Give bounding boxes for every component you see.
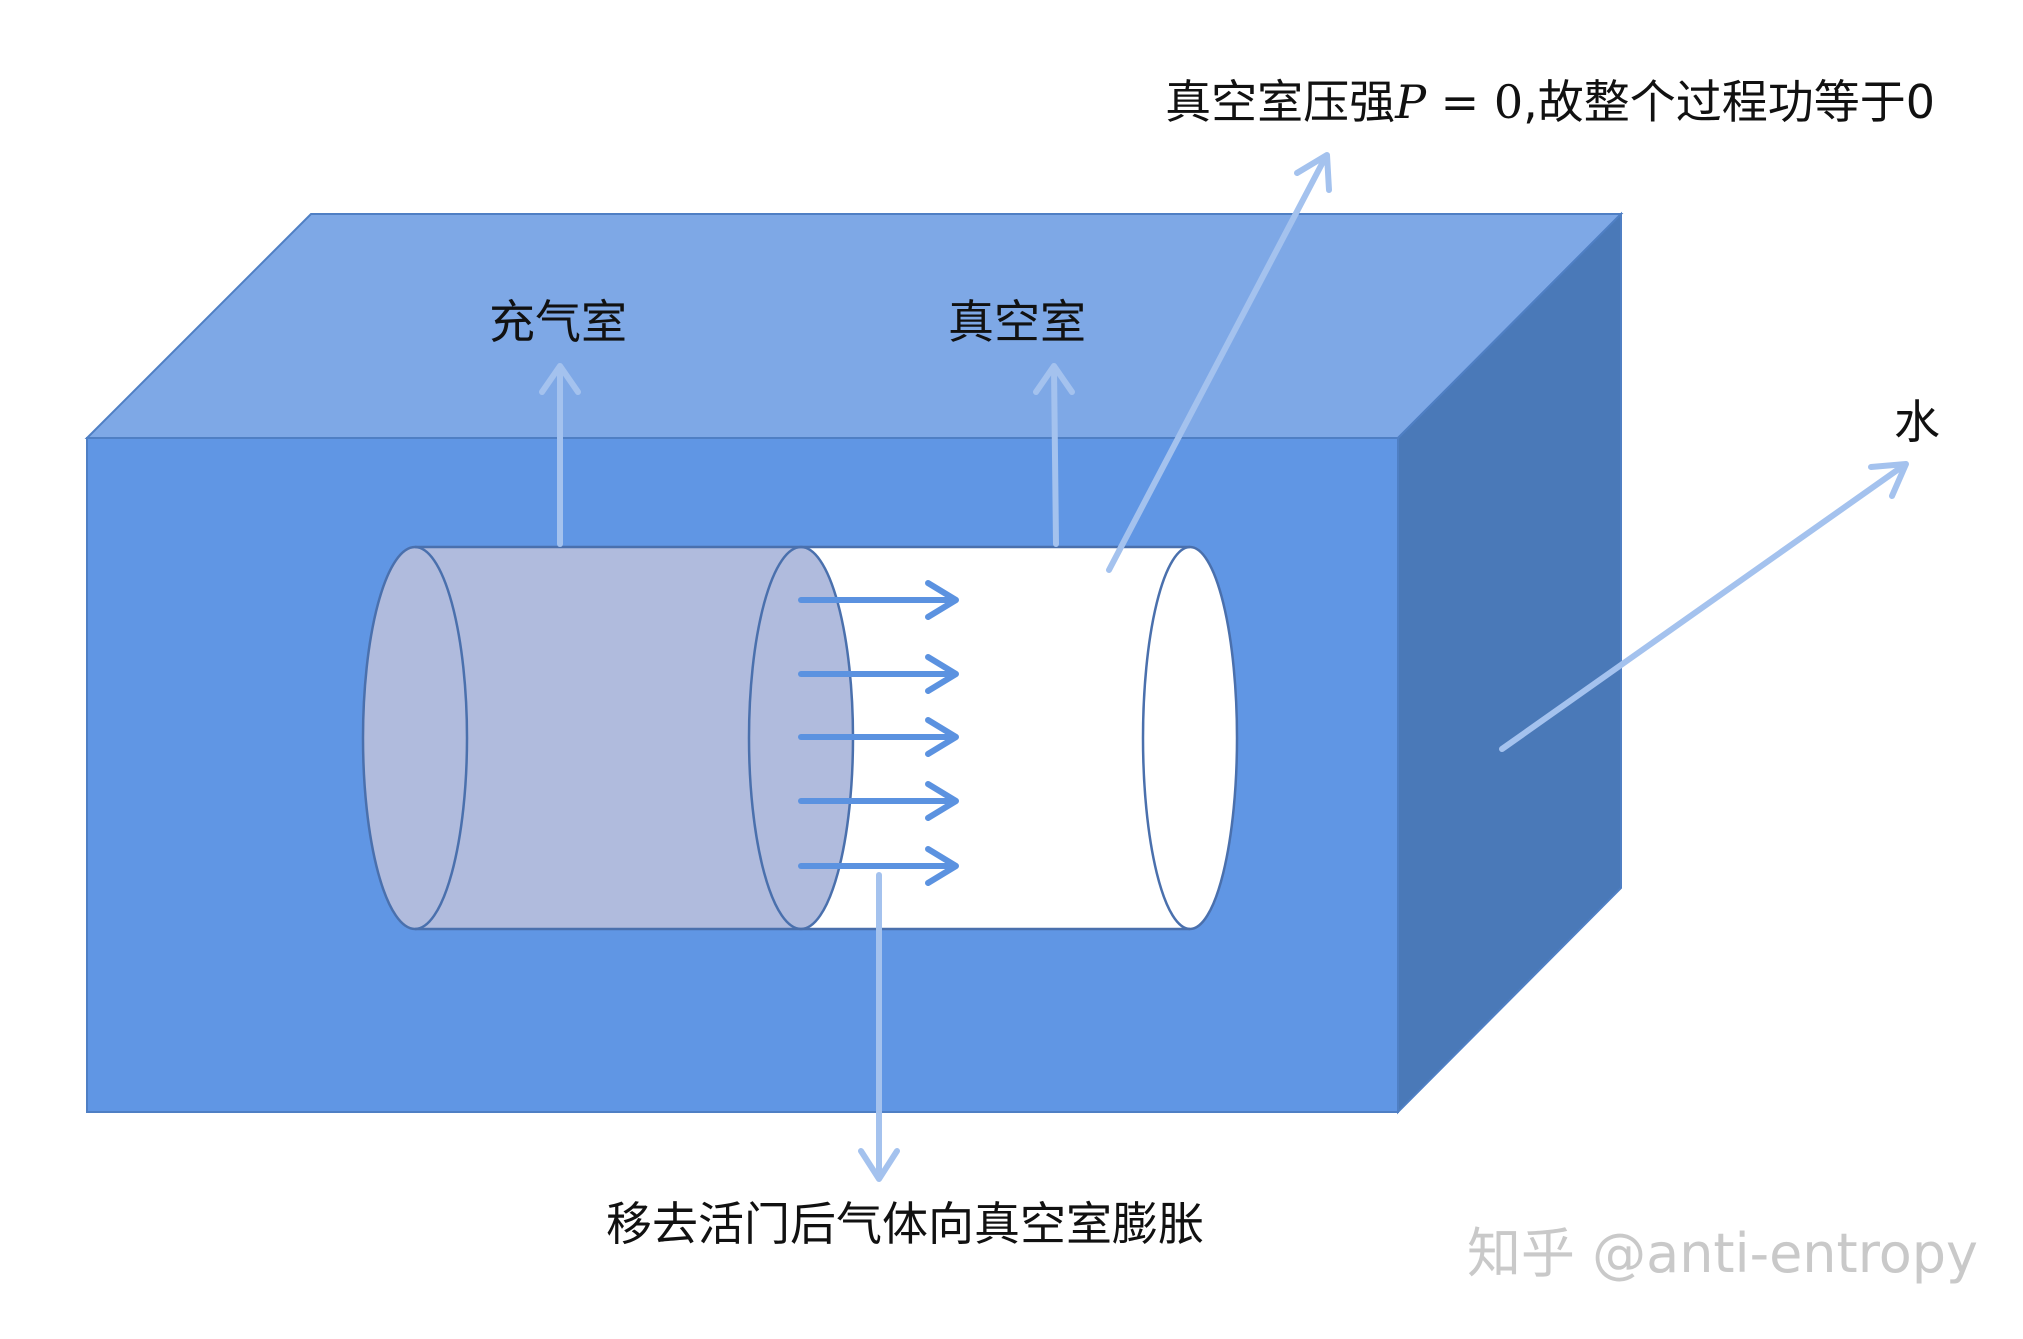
- top-note-math-variable: P: [1394, 75, 1427, 129]
- top-note: 真空室压强P = 0,故整个过程功等于0: [1165, 75, 1935, 129]
- water-pointer-arrow: [1499, 461, 1909, 752]
- gas-chamber-end-cap: [361, 545, 469, 931]
- pointer-arrows: [539, 152, 1909, 1182]
- expansion-arrow: [798, 580, 959, 620]
- water-tank-top-face: [84, 213, 1624, 439]
- gas-chamber-label: 充气室: [489, 295, 627, 349]
- expansion-arrow: [798, 717, 959, 757]
- top-note-math-equation: = 0: [1426, 75, 1523, 129]
- expansion-arrow: [798, 846, 959, 886]
- top-note-suffix: ,故整个过程功等于0: [1523, 75, 1935, 129]
- top-note-prefix: 真空室压强: [1165, 75, 1395, 129]
- water-label: 水: [1894, 395, 1940, 449]
- gas-chamber-pointer-arrow: [539, 363, 581, 547]
- bottom-note-pointer-arrow: [858, 872, 900, 1182]
- water-tank-side-face: [1397, 211, 1622, 1115]
- vacuum-chamber-pointer-arrow: [1033, 363, 1075, 547]
- expansion-arrow: [798, 781, 959, 821]
- expansion-arrows: [798, 580, 959, 886]
- vacuum-chamber-end-cap: [1141, 545, 1239, 931]
- gas-chamber-body: [415, 547, 801, 929]
- watermark: 知乎 @anti-entropy: [1467, 1222, 1978, 1285]
- top-note-pointer-arrow: [1106, 152, 1332, 573]
- expansion-arrow: [798, 654, 959, 694]
- bottom-note: 移去活门后气体向真空室膨胀: [606, 1197, 1204, 1251]
- vacuum-chamber-label: 真空室: [948, 295, 1086, 349]
